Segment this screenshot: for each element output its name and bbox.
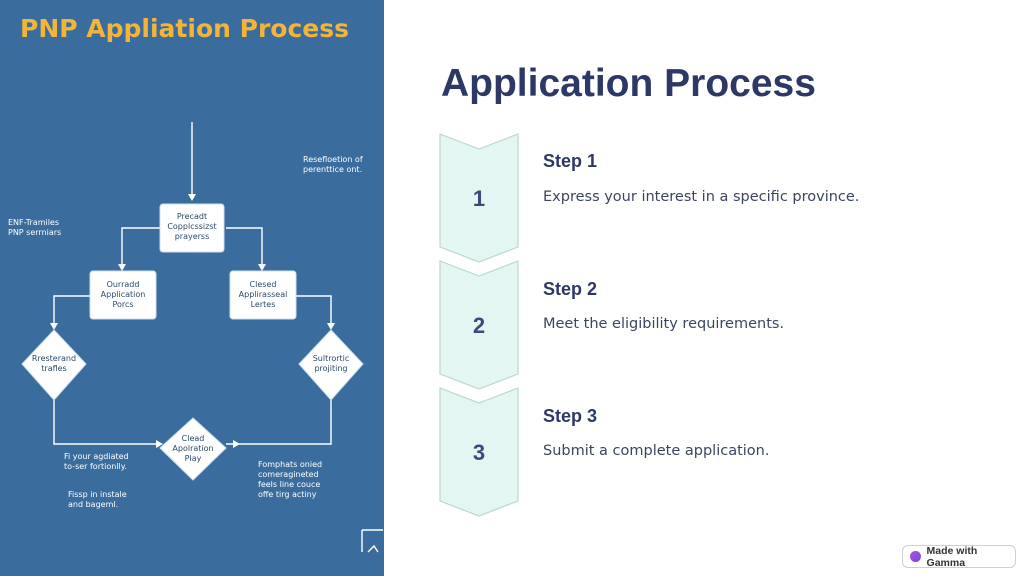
- badge-label: Made with Gamma: [926, 544, 978, 569]
- step-1-description: Express your interest in a specific prov…: [543, 189, 860, 205]
- step-3-chevron: [439, 387, 519, 517]
- right-decision-diamond: [298, 329, 364, 401]
- step-2-title: Step 2: [543, 279, 598, 299]
- flowchart-image-panel: PNP Appliation Process: [0, 0, 384, 576]
- step-1-chevron: [439, 133, 519, 263]
- left-process-box: [89, 270, 157, 320]
- step-3-number: 3: [472, 440, 486, 465]
- flowchart-diagram: [21, 122, 383, 553]
- step-2-number: 2: [472, 313, 486, 338]
- step-3-title: Step 3: [543, 406, 598, 426]
- step-2-description: Meet the eligibility requirements.: [543, 316, 785, 332]
- top-process-box: [159, 203, 225, 253]
- image-title: PNP Appliation Process: [20, 14, 349, 43]
- step-1-number: 1: [472, 186, 486, 211]
- gamma-logo-icon: [910, 551, 921, 562]
- corner-icon: [361, 529, 383, 553]
- right-process-box: [229, 270, 297, 320]
- step-2-chevron: [439, 260, 519, 390]
- bottom-decision-diamond: [159, 417, 227, 481]
- made-with-gamma-badge[interactable]: Made with Gamma: [902, 544, 1016, 569]
- step-1-title: Step 1: [543, 151, 598, 171]
- step-3-description: Submit a complete application.: [543, 443, 770, 459]
- page-title: Application Process: [441, 62, 816, 105]
- left-decision-diamond: [21, 329, 87, 401]
